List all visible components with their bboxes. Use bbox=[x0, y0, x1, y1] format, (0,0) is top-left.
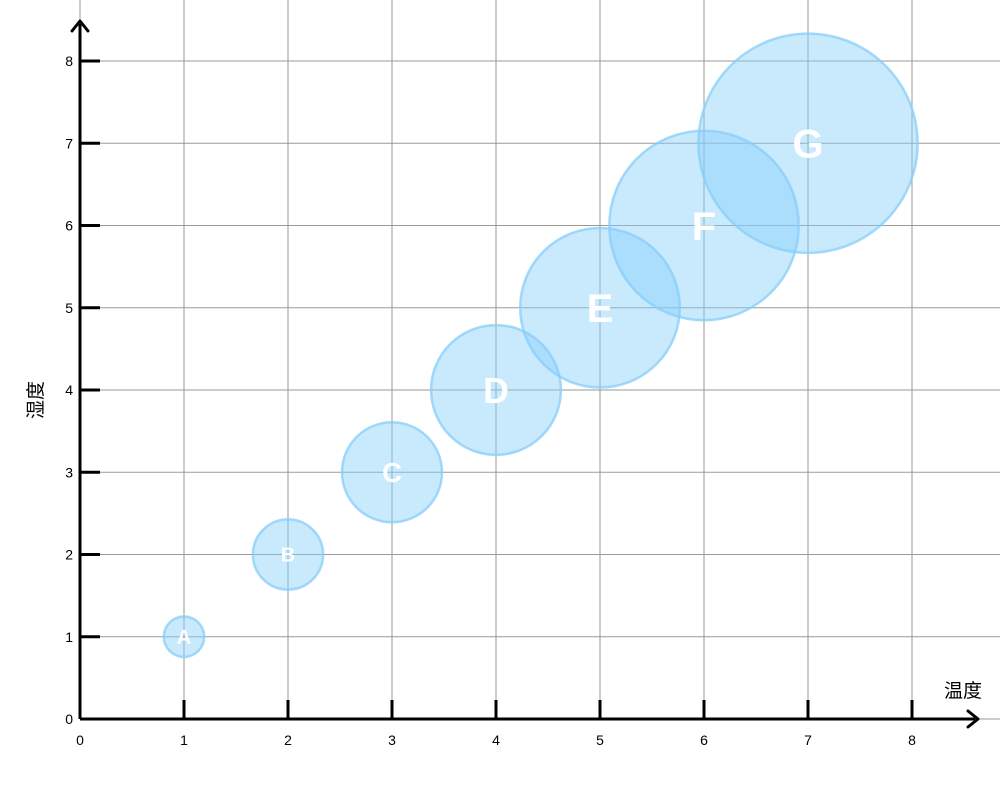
y-tick-label: 5 bbox=[65, 300, 73, 316]
y-tick-label: 1 bbox=[65, 629, 73, 645]
x-tick-label: 6 bbox=[700, 732, 708, 748]
y-tick-label: 3 bbox=[65, 464, 73, 480]
bubble-c bbox=[340, 421, 444, 524]
y-axis-arrow bbox=[70, 19, 90, 33]
bubble-label: C bbox=[382, 457, 402, 488]
x-tick-label: 0 bbox=[76, 732, 84, 748]
y-tick-label: 0 bbox=[65, 711, 73, 727]
x-axis-label: 温度 bbox=[944, 680, 982, 702]
bubble-f bbox=[608, 129, 800, 322]
bubble-series: A B C D E F G bbox=[162, 32, 919, 659]
y-axis-label: 湿度 bbox=[25, 381, 47, 419]
x-tick-label: 1 bbox=[180, 732, 188, 748]
axes bbox=[70, 19, 980, 729]
bubble-e bbox=[518, 226, 682, 389]
bubble-label: B bbox=[281, 545, 295, 567]
x-tick-label: 3 bbox=[388, 732, 396, 748]
bubble-a bbox=[162, 615, 206, 659]
x-axis-arrow bbox=[966, 709, 980, 729]
bubble-b bbox=[251, 518, 325, 591]
x-tick-label: 7 bbox=[804, 732, 812, 748]
y-tick-label: 7 bbox=[65, 135, 73, 151]
bubble-g bbox=[697, 32, 919, 255]
bubble-label: A bbox=[177, 627, 191, 649]
bubble-label: E bbox=[587, 287, 614, 331]
ticks: 0 1 2 3 4 5 6 7 8 0 1 2 3 4 5 6 7 8 bbox=[65, 53, 916, 748]
x-tick-label: 5 bbox=[596, 732, 604, 748]
bubble-label: F bbox=[692, 205, 716, 249]
y-tick-label: 6 bbox=[65, 218, 73, 234]
x-tick-label: 8 bbox=[908, 732, 916, 748]
bubble-d bbox=[429, 323, 563, 457]
x-tick-label: 4 bbox=[492, 732, 500, 748]
bubble-label: G bbox=[792, 123, 823, 167]
bubble-label: D bbox=[483, 371, 509, 411]
x-tick-label: 2 bbox=[284, 732, 292, 748]
grid bbox=[79, 0, 1000, 720]
y-tick-label: 8 bbox=[65, 53, 73, 69]
y-tick-label: 4 bbox=[65, 382, 73, 398]
y-tick-label: 2 bbox=[65, 547, 73, 563]
